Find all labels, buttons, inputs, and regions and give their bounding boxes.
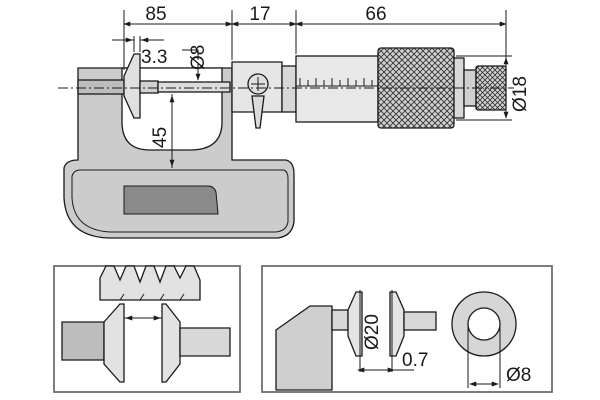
anvil-disc	[77, 53, 159, 119]
dim-edge-thickness: 0.7	[402, 350, 428, 371]
main-view: 85 17 66 3.3 Ø8 45 Ø18	[58, 4, 531, 239]
disc-detail: Ø20 0.7 Ø8	[261, 265, 553, 393]
dim-thimble-diameter: Ø18	[510, 76, 531, 112]
dim-anvil-tip: 3.3	[141, 47, 167, 68]
dim-disc-diameter: Ø20	[362, 314, 383, 350]
dim-spindle-offset: 17	[249, 4, 270, 25]
dimension-lines	[112, 10, 512, 168]
spindle	[157, 61, 283, 129]
thimble-assembly	[281, 47, 507, 129]
dim-thimble-length: 66	[365, 4, 386, 25]
dim-anvil-diameter: Ø8	[188, 45, 209, 70]
dim-throat-depth: 45	[150, 127, 171, 148]
dim-frame-length: 85	[145, 4, 166, 25]
main-dimension-labels: 85 17 66 3.3 Ø8 45 Ø18	[141, 4, 531, 148]
gear-detail	[53, 265, 241, 393]
dim-spindle-diameter: Ø8	[506, 365, 531, 386]
